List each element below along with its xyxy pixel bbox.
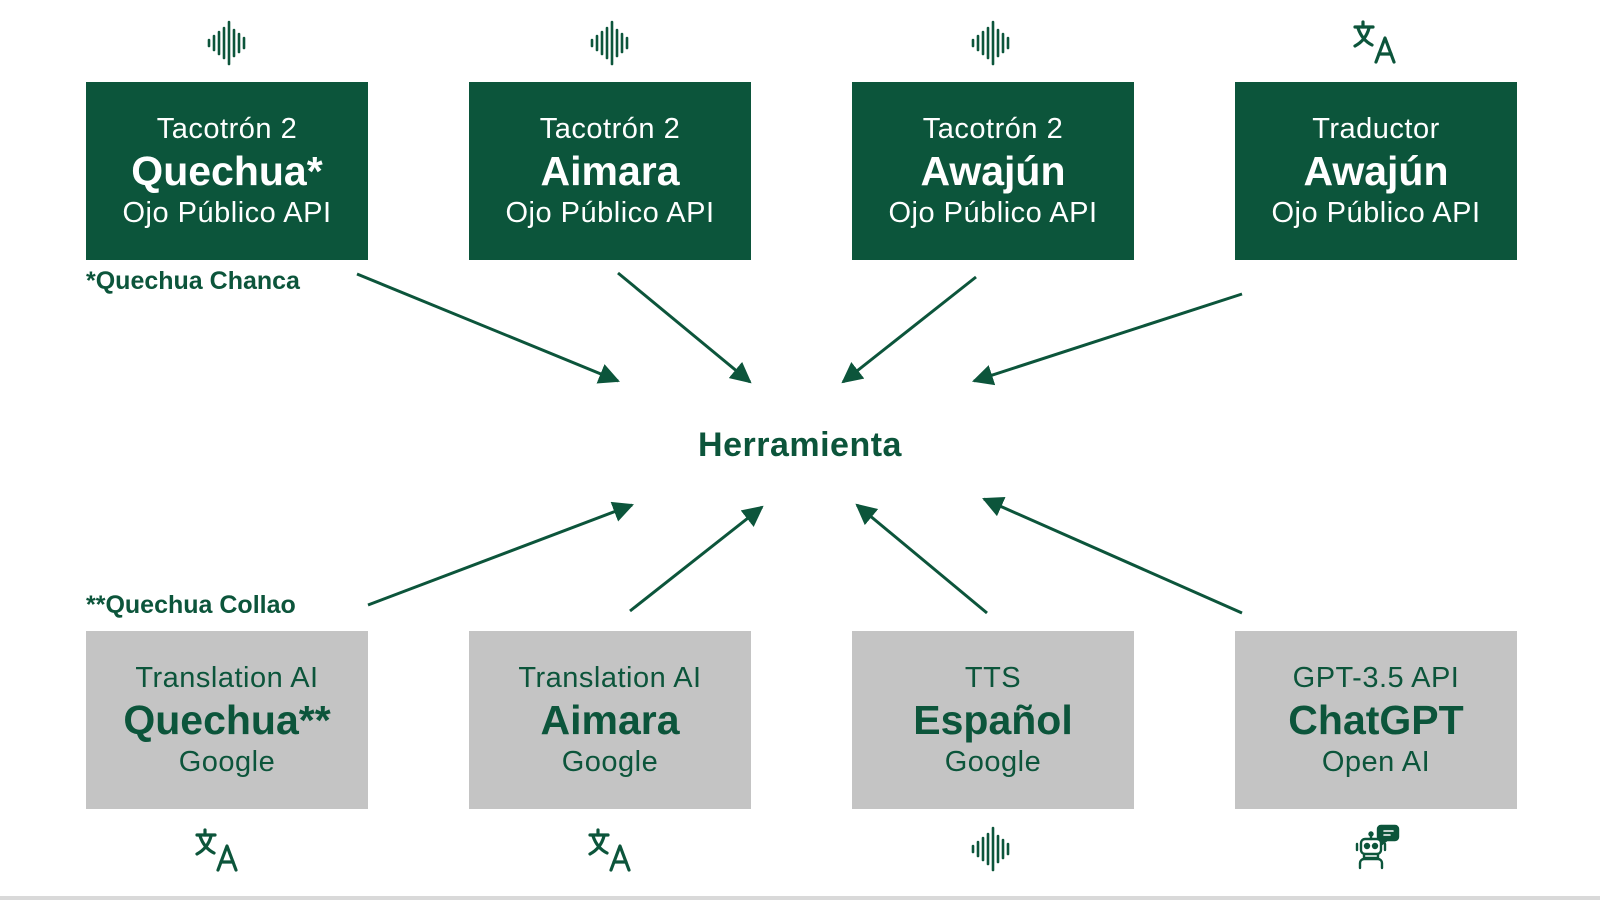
- card-tts-espanol: TTS Español Google: [852, 631, 1134, 809]
- sound-wave-icon: [971, 826, 1010, 872]
- card-translation-quechua: Translation AI Quechua** Google: [86, 631, 368, 809]
- card-line1: Translation AI: [135, 662, 319, 694]
- card-line2: ChatGPT: [1288, 697, 1464, 743]
- card-traductor-awajun: Traductor Awajún Ojo Público API: [1235, 82, 1517, 260]
- card-line2: Español: [913, 697, 1073, 743]
- sound-wave-icon: [590, 20, 629, 66]
- arrow-bottom-3: [855, 503, 988, 615]
- arrow-bottom-4: [982, 497, 1243, 615]
- center-label-herramienta: Herramienta: [698, 426, 902, 464]
- card-line1: Translation AI: [518, 662, 702, 694]
- sound-wave-icon: [971, 20, 1010, 66]
- bottom-divider: [0, 896, 1600, 900]
- sound-wave-icon: [207, 20, 246, 66]
- chatbot-icon: [1355, 824, 1400, 870]
- card-line3: Ojo Público API: [888, 197, 1098, 229]
- arrow-top-1: [356, 272, 620, 384]
- card-line3: Google: [561, 746, 659, 778]
- translate-icon: [195, 828, 238, 872]
- card-line1: TTS: [964, 662, 1022, 694]
- card-tacotron-awajun: Tacotrón 2 Awajún Ojo Público API: [852, 82, 1134, 260]
- arrow-top-3: [841, 275, 977, 384]
- arrow-bottom-1: [367, 501, 634, 607]
- card-line1: Tacotrón 2: [539, 113, 681, 145]
- card-line3: Ojo Público API: [122, 197, 332, 229]
- card-line3: Google: [944, 746, 1042, 778]
- card-line2: Aimara: [540, 697, 680, 743]
- card-tacotron-quechua: Tacotrón 2 Quechua* Ojo Público API: [86, 82, 368, 260]
- card-line1: Tacotrón 2: [156, 113, 298, 145]
- arrow-top-4: [972, 292, 1243, 386]
- note-quechua-chanca: *Quechua Chanca: [86, 267, 300, 295]
- card-tacotron-aimara: Tacotrón 2 Aimara Ojo Público API: [469, 82, 751, 260]
- card-line2: Aimara: [540, 148, 680, 194]
- card-line1: GPT-3.5 API: [1292, 662, 1460, 694]
- note-quechua-collao: **Quechua Collao: [86, 591, 296, 619]
- translate-icon: [1353, 20, 1396, 64]
- card-line2: Quechua**: [123, 697, 331, 743]
- card-line1: Traductor: [1312, 113, 1440, 145]
- card-translation-aimara: Translation AI Aimara Google: [469, 631, 751, 809]
- card-chatgpt: GPT-3.5 API ChatGPT Open AI: [1235, 631, 1517, 809]
- arrow-top-2: [617, 271, 752, 384]
- card-line3: Ojo Público API: [1271, 197, 1481, 229]
- card-line2: Awajún: [920, 148, 1066, 194]
- card-line2: Awajún: [1303, 148, 1449, 194]
- arrow-bottom-2: [629, 505, 764, 613]
- translate-icon: [588, 828, 631, 872]
- card-line3: Open AI: [1321, 746, 1431, 778]
- card-line2: Quechua*: [131, 148, 323, 194]
- card-line1: Tacotrón 2: [922, 113, 1064, 145]
- card-line3: Ojo Público API: [505, 197, 715, 229]
- card-line3: Google: [178, 746, 276, 778]
